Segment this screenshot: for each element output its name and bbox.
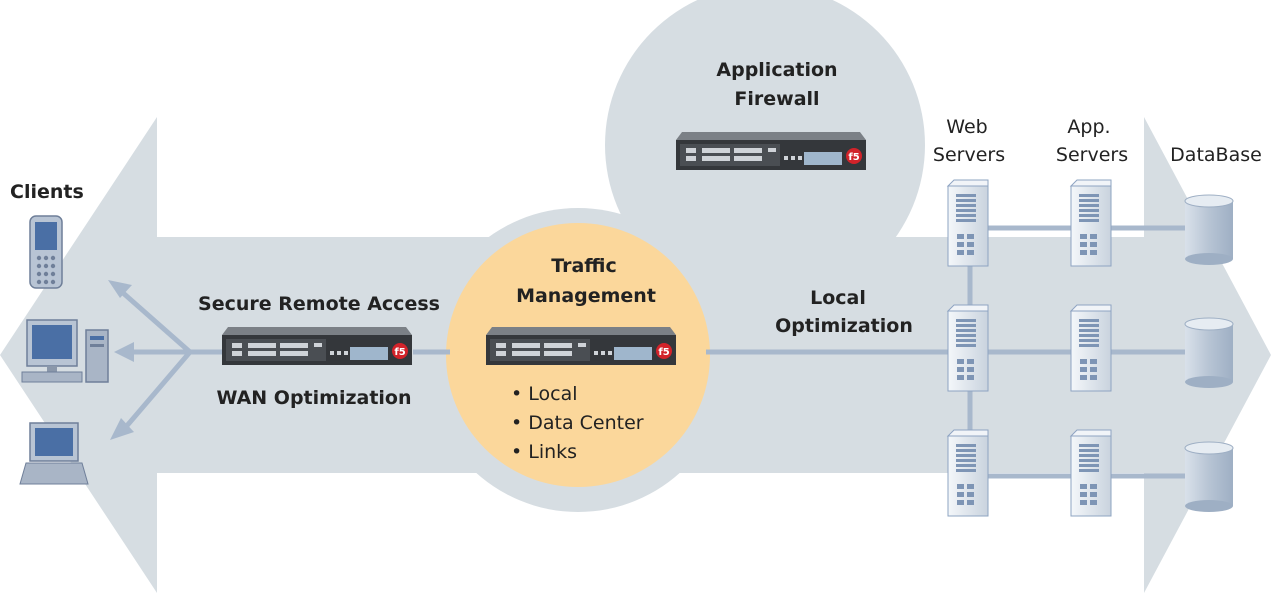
appliance-traffic-management-icon: f5 (486, 327, 676, 365)
server-grid (946, 179, 1112, 517)
wan-optimization-label: WAN Optimization (216, 387, 411, 409)
web-servers-label-line2: Servers (933, 144, 1005, 166)
app-servers-label-line2: Servers (1056, 144, 1128, 166)
f5-logo-text: f5 (658, 347, 669, 358)
database-label: DataBase (1170, 144, 1262, 166)
app-server-icon (1069, 429, 1112, 517)
application-firewall-label-line1: Application (716, 59, 837, 81)
traffic-bullet-links: • Links (511, 441, 577, 463)
local-optimization-label-line2: Optimization (775, 315, 913, 337)
web-server-icon (946, 429, 989, 517)
clients-label: Clients (10, 181, 84, 203)
app-server-icon (1069, 304, 1112, 392)
web-servers-label-line1: Web (946, 116, 987, 138)
traffic-bullet-data-center: • Data Center (511, 412, 644, 434)
secure-remote-access-label: Secure Remote Access (198, 293, 440, 315)
database-icon (1184, 441, 1234, 512)
f5-logo-text: f5 (394, 347, 405, 358)
database-group (1184, 194, 1234, 512)
web-server-icon (946, 304, 989, 392)
desktop-computer-icon (21, 319, 109, 383)
traffic-management-label-line2: Management (516, 285, 656, 307)
appliance-secure-remote-access-icon: f5 (222, 327, 412, 365)
traffic-management-label-line1: Traffic (551, 255, 617, 277)
app-server-icon (1069, 179, 1112, 267)
web-server-icon (946, 179, 989, 267)
appliance-application-firewall-icon: f5 (676, 132, 866, 170)
database-icon (1184, 194, 1234, 265)
mobile-phone-icon (29, 215, 63, 289)
f5-logo-text: f5 (848, 152, 859, 163)
database-icon (1184, 317, 1234, 388)
app-servers-label-line1: App. (1067, 116, 1110, 138)
local-optimization-label-line1: Local (810, 287, 866, 309)
application-firewall-label-line2: Firewall (734, 88, 819, 110)
laptop-icon (19, 422, 89, 485)
traffic-bullet-local: • Local (511, 383, 578, 405)
client-arrowheads (108, 280, 134, 440)
